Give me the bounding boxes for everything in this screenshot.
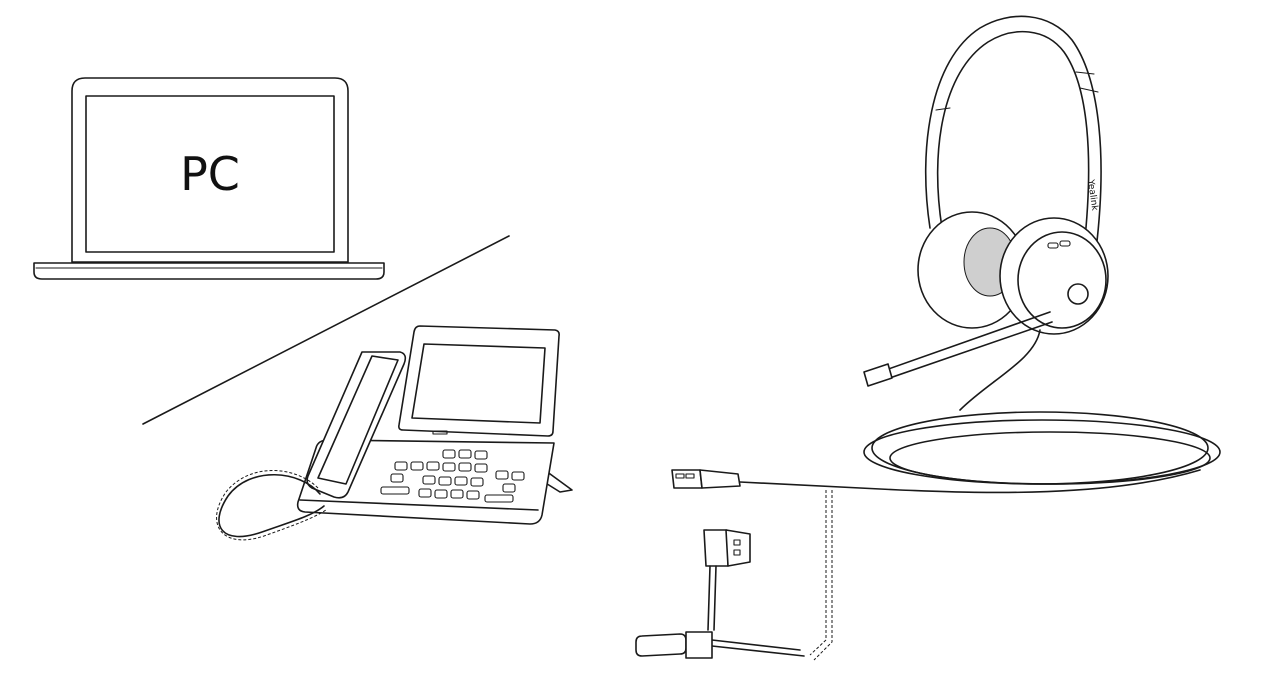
desk-phone-icon (216, 325, 573, 541)
headset-icon: Yealink (863, 15, 1221, 485)
phone-keypad (380, 449, 525, 503)
usb-a-plug-icon (671, 469, 741, 489)
laptop-icon: PC (33, 77, 385, 280)
headset-brand-label: Yealink (1085, 178, 1100, 212)
pc-label: PC (180, 147, 240, 201)
usb-c-plug-icon (635, 631, 713, 659)
usb-adapter-icon (703, 529, 805, 657)
divider-line (142, 235, 510, 425)
